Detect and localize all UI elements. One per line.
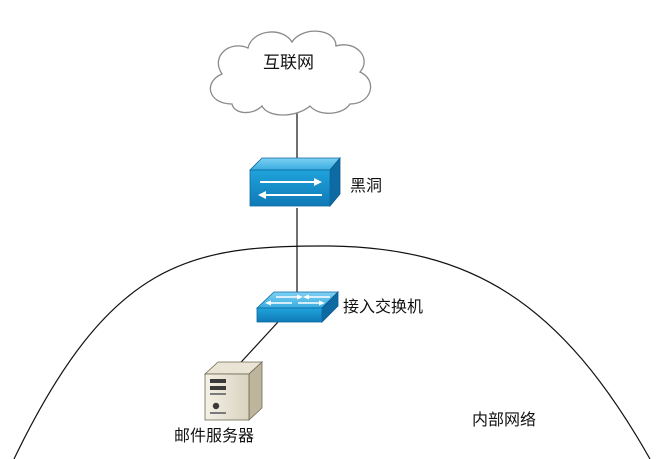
internal-network-label: 内部网络 (472, 410, 537, 429)
cloud-icon (209, 30, 372, 116)
switch-label: 接入交换机 (343, 297, 424, 316)
server-icon (203, 361, 264, 421)
router-icon (249, 156, 341, 208)
switch-icon (255, 291, 339, 323)
server-label: 邮件服务器 (174, 426, 255, 445)
router-label: 黑洞 (350, 176, 383, 195)
internal-network-boundary (13, 245, 651, 459)
internet-label: 互联网 (263, 53, 314, 73)
